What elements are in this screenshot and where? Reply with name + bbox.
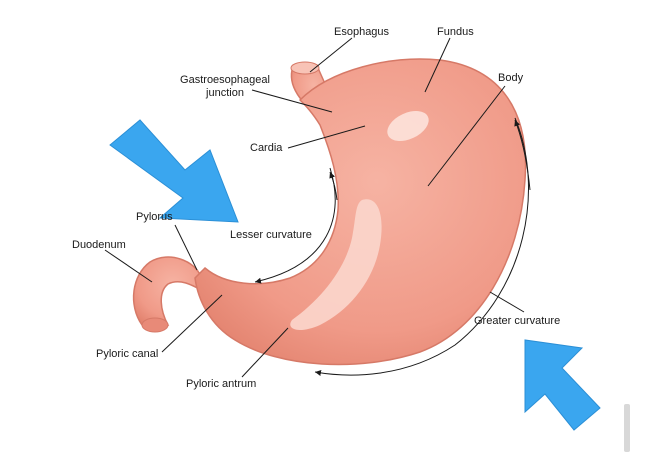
duodenum-opening <box>141 317 169 333</box>
label-gastroesophageal-line1: Gastroesophageal <box>180 74 270 86</box>
leader-lines <box>104 37 525 378</box>
label-greater-curvature: Greater curvature <box>474 315 561 327</box>
label-gastroesophageal-line2: junction <box>206 87 244 99</box>
scrollbar-thumb[interactable] <box>624 404 630 452</box>
up-left-arrow-icon <box>524 339 601 431</box>
label-gastroesophageal-junction: Gastroesophageal junction <box>172 74 278 100</box>
greater-curvature-arrow-top <box>514 119 531 191</box>
greater-curvature-arrow <box>314 117 529 376</box>
lesser-curvature-arrow-top <box>329 171 338 201</box>
label-duodenum: Duodenum <box>72 239 126 251</box>
label-cardia: Cardia <box>250 142 283 154</box>
label-lesser-curvature: Lesser curvature <box>230 229 312 241</box>
label-pyloric-antrum: Pyloric antrum <box>186 378 257 390</box>
label-pyloric-canal: Pyloric canal <box>96 348 159 360</box>
label-esophagus: Esophagus <box>334 26 390 38</box>
label-fundus: Fundus <box>437 26 474 38</box>
body-highlight <box>290 199 382 331</box>
down-right-arrow-icon <box>109 119 239 223</box>
label-body: Body <box>498 72 524 84</box>
fundus-highlight <box>387 110 429 142</box>
duodenum-shape <box>132 256 207 326</box>
label-pylorus: Pylorus <box>136 211 173 223</box>
